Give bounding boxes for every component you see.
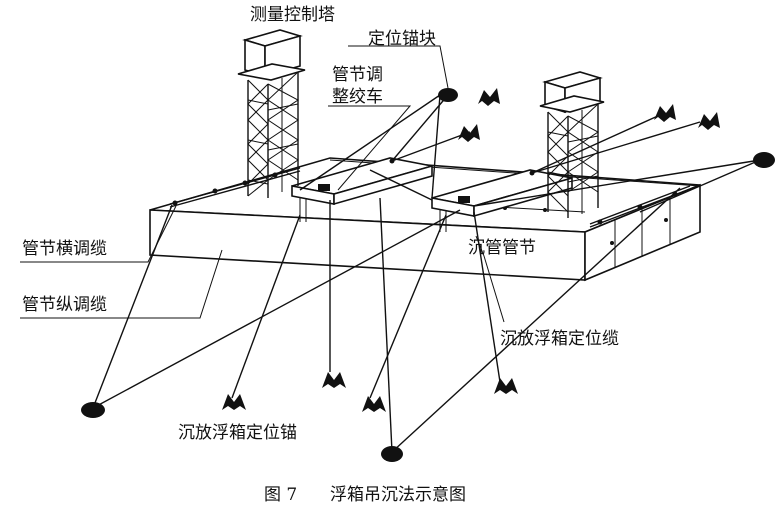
survey-tower-left	[237, 29, 306, 198]
pontoon-anchors	[222, 88, 720, 412]
pontoon-cable-label: 沉放浮箱定位缆	[500, 329, 619, 349]
transverse-cable-label: 管节横调缆	[22, 239, 107, 259]
anchor-claw	[494, 378, 518, 394]
anchor-block-label: 定位锚块	[368, 29, 436, 49]
anchor-block-left	[81, 402, 105, 418]
anchor-claw	[458, 124, 480, 142]
winch-label-line2: 整绞车	[332, 87, 383, 107]
leader-lines	[20, 45, 505, 323]
winch-label-line1: 管节调	[332, 65, 383, 85]
anchor-block-right	[753, 152, 775, 168]
tower-label: 测量控制塔	[250, 5, 335, 25]
anchor-claw	[478, 88, 500, 106]
cables	[92, 94, 761, 453]
longitudinal-cable-label: 管节纵调缆	[22, 295, 107, 315]
anchor-block-top	[438, 88, 458, 102]
anchor-claw	[654, 104, 676, 122]
figure-number: 图 7	[264, 485, 297, 505]
pontoon-anchor-label: 沉放浮箱定位锚	[178, 423, 297, 443]
pontoon-left	[291, 157, 433, 222]
survey-tower-right	[539, 71, 605, 218]
tube-segment-label: 沉管管节	[468, 238, 536, 258]
anchor-blocks	[81, 88, 775, 462]
anchor-claw	[362, 396, 386, 412]
anchor-block-bottom	[381, 446, 403, 462]
figure-title: 浮箱吊沉法示意图	[330, 485, 466, 505]
anchor-claw	[698, 112, 720, 130]
anchor-claw	[222, 394, 246, 410]
pontoon-right	[431, 169, 573, 232]
anchor-claw	[322, 372, 346, 388]
